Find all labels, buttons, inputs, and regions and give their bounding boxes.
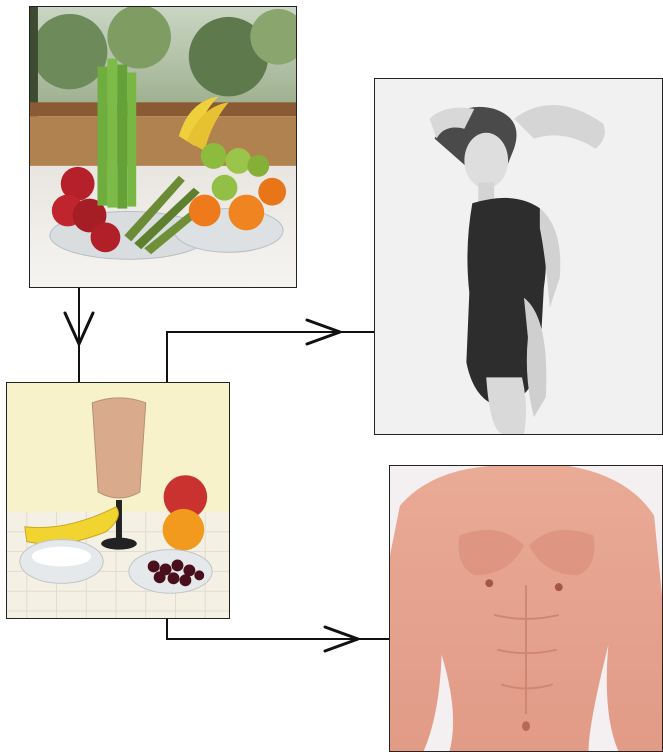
produce-illustration [30, 7, 296, 287]
arrowhead-right-upper [307, 320, 340, 344]
smoothie-illustration [7, 383, 229, 618]
swimsuit-illustration [375, 79, 662, 434]
swimsuit-photo [374, 78, 663, 435]
connector-smoothie-to-torso [167, 619, 389, 639]
arrowhead-down [65, 313, 93, 344]
smoothie-photo [6, 382, 230, 619]
torso-photo [389, 465, 663, 752]
arrowhead-right-lower [325, 627, 358, 651]
produce-photo [29, 6, 297, 288]
torso-illustration [390, 466, 662, 751]
connector-smoothie-to-swimsuit [167, 332, 374, 382]
